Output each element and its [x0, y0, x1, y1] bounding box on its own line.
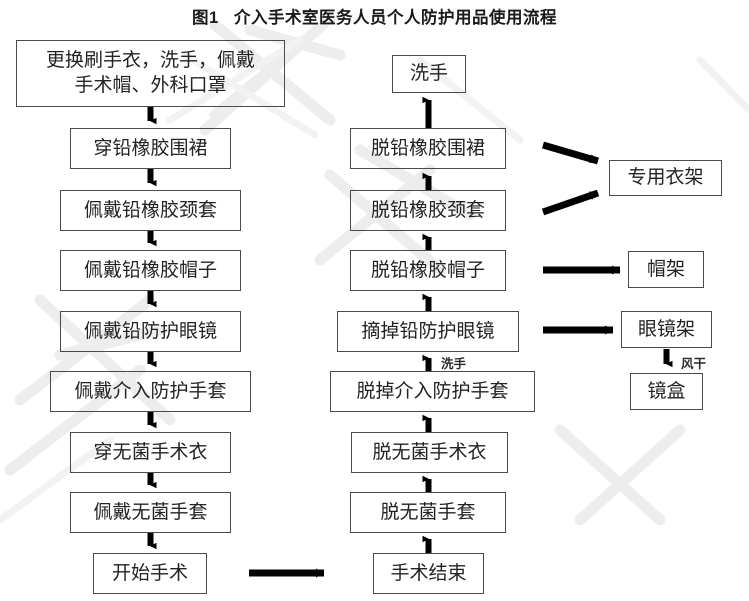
flow-node-don-2[interactable]: 穿铅橡胶围裙: [70, 128, 231, 169]
flow-node-doff-7[interactable]: 脱无菌手套: [350, 492, 506, 533]
flow-node-don-9[interactable]: 开始手术: [93, 553, 207, 594]
flow-node-doff-6[interactable]: 脱无菌手术衣: [351, 432, 508, 473]
flow-node-store-3[interactable]: 眼镜架: [621, 311, 712, 348]
flow-node-doff-5[interactable]: 脱掉介入防护手套: [330, 371, 535, 412]
annotation-anno-wash-hands: 洗手: [441, 357, 467, 371]
arrow-collar-to-rack: [541, 189, 600, 216]
annotation-anno-air-dry: 风干: [681, 357, 707, 371]
flow-node-doff-wash[interactable]: 洗手: [392, 55, 466, 93]
flow-node-doff-2[interactable]: 脱铅橡胶颈套: [350, 190, 506, 231]
flow-node-store-4[interactable]: 镜盒: [630, 373, 703, 410]
flow-node-don-8[interactable]: 佩戴无菌手套: [70, 492, 231, 533]
flow-node-don-5[interactable]: 佩戴铅防护眼镜: [60, 311, 241, 352]
flow-node-don-6[interactable]: 佩戴介入防护手套: [50, 371, 251, 412]
flow-node-store-1[interactable]: 专用衣架: [609, 160, 722, 196]
page-title: 图1 介入手术室医务人员个人防护用品使用流程: [192, 9, 557, 27]
flow-node-don-7[interactable]: 穿无菌手术衣: [70, 432, 231, 473]
flow-node-store-2[interactable]: 帽架: [628, 251, 704, 288]
flow-node-don-1[interactable]: 更换刷手衣，洗手，佩戴 手术帽、外科口罩: [16, 40, 285, 107]
flow-node-doff-8[interactable]: 手术结束: [373, 553, 484, 594]
flow-node-doff-4[interactable]: 摘掉铅防护眼镜: [337, 311, 519, 352]
flow-node-doff-1[interactable]: 脱铅橡胶围裙: [350, 128, 506, 169]
flow-node-doff-3[interactable]: 脱铅橡胶帽子: [350, 250, 506, 291]
flow-node-don-3[interactable]: 佩戴铅橡胶颈套: [60, 190, 241, 231]
arrow-apron-to-rack: [542, 141, 599, 165]
flow-node-don-4[interactable]: 佩戴铅橡胶帽子: [60, 250, 241, 291]
